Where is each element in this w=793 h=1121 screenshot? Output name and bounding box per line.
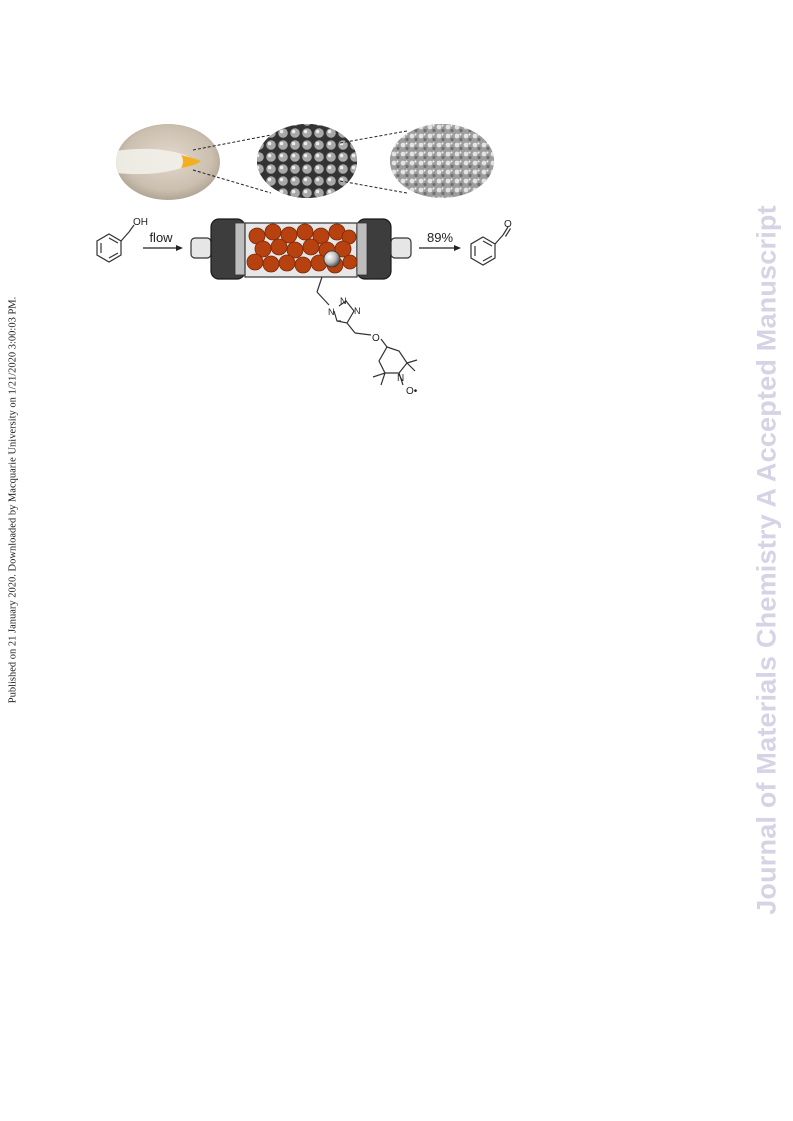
scheme-figure: OH flow: [96, 124, 512, 397]
packed-beads: [246, 223, 358, 274]
product-o-label: O: [504, 219, 512, 230]
journal-watermark: Journal of Materials Chemistry A Accepte…: [751, 205, 782, 915]
sem-inset-high-magnification: [390, 124, 494, 198]
flow-label: flow: [149, 230, 173, 245]
reactant-benzyl-alcohol: [96, 224, 135, 263]
reactant-oh-label: OH: [133, 217, 148, 228]
flow-arrow: [143, 245, 183, 251]
sem-inset-low-magnification: [257, 124, 357, 198]
triazole-n1-label: N: [328, 307, 335, 317]
yield-arrow: [419, 245, 461, 251]
triazole-n3-label: N: [354, 306, 361, 316]
nitroxide-nitrogen-label: N: [397, 373, 404, 384]
ether-oxygen-label: O: [372, 333, 380, 344]
graphical-abstract: OH flow: [85, 115, 535, 405]
publication-note: Published on 21 January 2020. Downloaded…: [7, 296, 19, 704]
product-benzaldehyde: [470, 226, 512, 266]
triazole-n2-label: N: [340, 296, 347, 306]
tempo-linker: [316, 276, 418, 386]
photo-inset: [116, 124, 220, 200]
nitroxide-oxygen-label: O•: [406, 386, 418, 397]
yield-label: 89%: [427, 230, 453, 245]
highlighted-bead: [323, 250, 341, 268]
zoom-guide-lines: [192, 130, 408, 194]
